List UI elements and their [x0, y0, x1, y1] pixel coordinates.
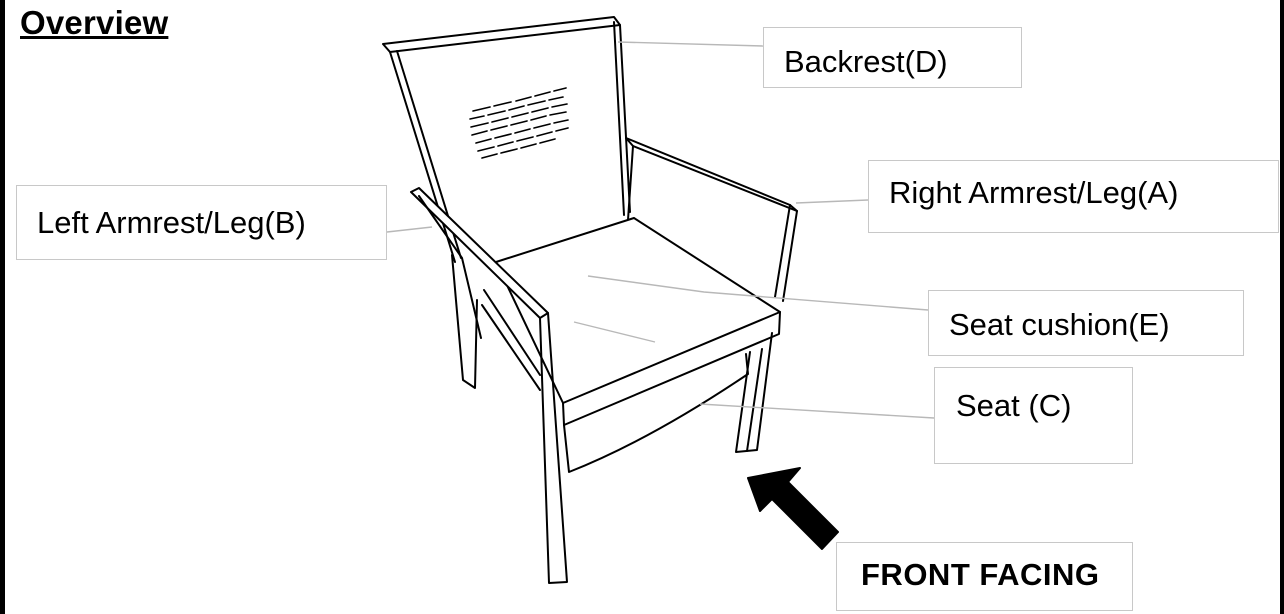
right-armrest-part — [625, 137, 798, 453]
leader-seat — [699, 403, 935, 419]
label-seat-cushion: Seat cushion(E) — [928, 290, 1244, 356]
label-backrest: Backrest(D) — [763, 27, 1022, 88]
leader-right-armrest — [795, 199, 869, 204]
leader-cushion-1 — [587, 275, 929, 311]
label-seat: Seat (C) — [934, 367, 1133, 464]
label-front-facing: FRONT FACING — [836, 542, 1133, 611]
leader-backrest — [617, 41, 764, 47]
leader-cushion-2 — [573, 321, 656, 343]
left-armrest-part — [410, 187, 568, 584]
page-title: Overview — [20, 4, 169, 41]
backrest-part — [382, 16, 631, 263]
label-right-armrest-leg: Right Armrest/Leg(A) — [868, 160, 1279, 233]
leader-left-armrest — [386, 226, 433, 233]
front-facing-arrow-icon — [747, 467, 839, 550]
label-left-armrest-leg: Left Armrest/Leg(B) — [16, 185, 387, 260]
page-border-right — [1280, 0, 1284, 614]
page-border-left — [0, 0, 5, 614]
backrest-weave — [469, 87, 569, 159]
seat-cushion-part — [495, 217, 781, 426]
seat-apron-part — [563, 353, 749, 473]
